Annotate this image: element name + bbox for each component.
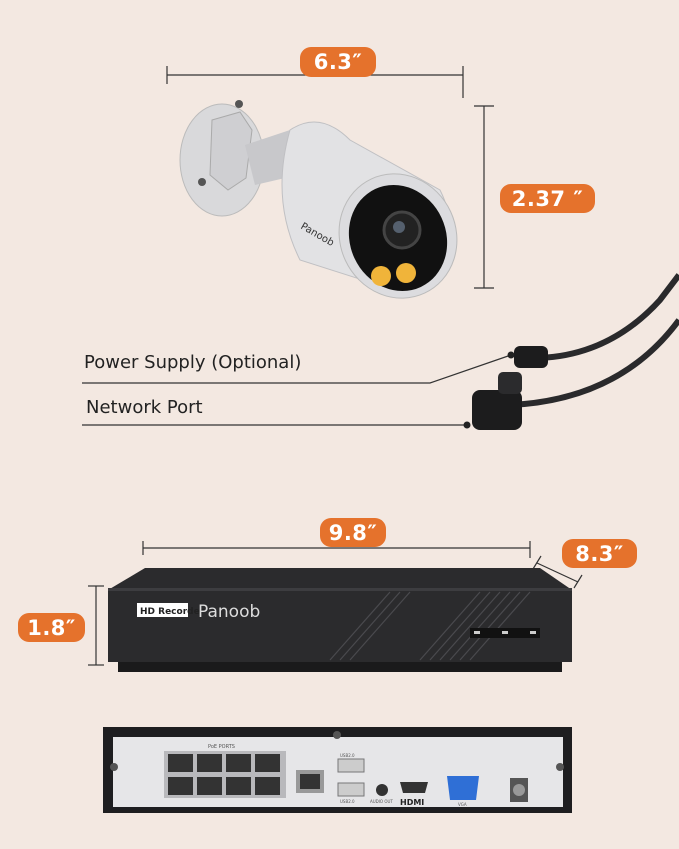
audio-label: AUDIO OUT xyxy=(370,799,393,804)
poe-label: PoE PORTS xyxy=(208,744,235,750)
nvr-brand-logo: Panoob xyxy=(198,602,260,622)
nvr-badge-text: HD Recorder xyxy=(140,607,205,617)
camera-width-badge: 6.3″ xyxy=(300,47,376,77)
nvr-depth-badge: 8.3″ xyxy=(562,539,637,568)
network-connector xyxy=(472,390,522,430)
nvr-rear: PoE PORTS USB2.0 USB2.0 AUDIO OUT HDMI V… xyxy=(103,727,572,813)
power-connector xyxy=(514,346,548,368)
nvr-width-badge: 9.8″ xyxy=(320,518,386,547)
bullet-camera: Panoob xyxy=(179,100,458,299)
dimension-lines xyxy=(82,66,583,666)
nvr-front: HD Recorder Panoob xyxy=(108,568,572,672)
camera-cables xyxy=(509,273,679,408)
usb-label-bottom: USB2.0 xyxy=(340,799,355,804)
camera-height-badge: 2.37 ″ xyxy=(500,184,595,213)
vga-label: VGA xyxy=(458,802,467,807)
power-supply-label: Power Supply (Optional) xyxy=(84,352,302,373)
network-port-label: Network Port xyxy=(86,397,203,418)
usb-label-top: USB2.0 xyxy=(340,753,355,758)
nvr-height-badge: 1.8″ xyxy=(18,613,85,642)
hdmi-label: HDMI xyxy=(400,798,424,807)
